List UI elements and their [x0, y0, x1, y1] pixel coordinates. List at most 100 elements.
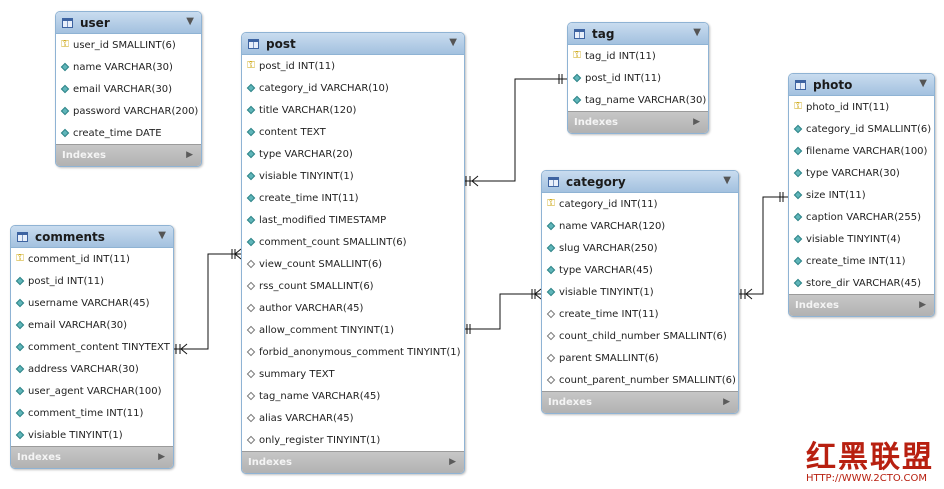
- indexes-section[interactable]: Indexes▶: [56, 144, 201, 166]
- column-label: caption VARCHAR(255): [806, 211, 921, 223]
- column-row[interactable]: create_time INT(11): [542, 303, 738, 325]
- expand-arrow-icon[interactable]: ▶: [158, 452, 165, 462]
- column-label: create_time INT(11): [559, 308, 659, 320]
- column-row[interactable]: count_child_number SMALLINT(6): [542, 325, 738, 347]
- column-label: name VARCHAR(30): [73, 61, 173, 73]
- column-row[interactable]: post_id INT(11): [568, 67, 708, 89]
- column-row[interactable]: email VARCHAR(30): [11, 314, 173, 336]
- collapse-arrow-icon[interactable]: ▼: [693, 27, 701, 38]
- column-row[interactable]: content TEXT: [242, 121, 464, 143]
- column-label: post_id INT(11): [585, 72, 661, 84]
- column-row[interactable]: visiable TINYINT(1): [11, 424, 173, 446]
- column-row[interactable]: summary TEXT: [242, 363, 464, 385]
- indexes-label: Indexes: [248, 457, 292, 468]
- column-row[interactable]: category_id VARCHAR(10): [242, 77, 464, 99]
- column-row[interactable]: username VARCHAR(45): [11, 292, 173, 314]
- column-row[interactable]: view_count SMALLINT(6): [242, 253, 464, 275]
- column-row[interactable]: comment_time INT(11): [11, 402, 173, 424]
- collapse-arrow-icon[interactable]: ▼: [449, 37, 457, 48]
- column-icon: [246, 193, 256, 203]
- table-header[interactable]: photo▼: [789, 74, 934, 96]
- column-row[interactable]: tag_name VARCHAR(30): [568, 89, 708, 111]
- collapse-arrow-icon[interactable]: ▼: [723, 175, 731, 186]
- column-row[interactable]: slug VARCHAR(250): [542, 237, 738, 259]
- column-row[interactable]: visiable TINYINT(1): [242, 165, 464, 187]
- column-row[interactable]: count_parent_number SMALLINT(6): [542, 369, 738, 391]
- primary-key-icon: ⚿: [794, 101, 802, 112]
- expand-arrow-icon[interactable]: ▶: [723, 397, 730, 407]
- table-header[interactable]: user ▼: [56, 12, 201, 34]
- expand-arrow-icon[interactable]: ▶: [186, 150, 193, 160]
- column-row[interactable]: rss_count SMALLINT(6): [242, 275, 464, 297]
- column-row[interactable]: size INT(11): [789, 184, 934, 206]
- column-row[interactable]: tag_name VARCHAR(45): [242, 385, 464, 407]
- column-row[interactable]: alias VARCHAR(45): [242, 407, 464, 429]
- column-row[interactable]: create_time DATE: [56, 122, 201, 144]
- collapse-arrow-icon[interactable]: ▼: [186, 16, 194, 27]
- column-row[interactable]: store_dir VARCHAR(45): [789, 272, 934, 294]
- column-row[interactable]: comment_count SMALLINT(6): [242, 231, 464, 253]
- column-row[interactable]: forbid_anonymous_comment TINYINT(1): [242, 341, 464, 363]
- column-row[interactable]: create_time INT(11): [242, 187, 464, 209]
- table-name: user: [80, 15, 110, 30]
- column-row[interactable]: name VARCHAR(30): [56, 56, 201, 78]
- table-header[interactable]: tag▼: [568, 23, 708, 45]
- column-icon: [246, 105, 256, 115]
- column-row[interactable]: allow_comment TINYINT(1): [242, 319, 464, 341]
- column-row[interactable]: ⚿comment_id INT(11): [11, 248, 173, 270]
- column-row[interactable]: category_id SMALLINT(6): [789, 118, 934, 140]
- column-row[interactable]: visiable TINYINT(1): [542, 281, 738, 303]
- indexes-section[interactable]: Indexes▶: [542, 391, 738, 413]
- column-row[interactable]: user_agent VARCHAR(100): [11, 380, 173, 402]
- indexes-section[interactable]: Indexes▶: [568, 111, 708, 133]
- table-post[interactable]: post▼⚿post_id INT(11)category_id VARCHAR…: [241, 32, 465, 474]
- column-row[interactable]: type VARCHAR(30): [789, 162, 934, 184]
- column-row[interactable]: parent SMALLINT(6): [542, 347, 738, 369]
- indexes-section[interactable]: Indexes▶: [11, 446, 173, 468]
- column-row[interactable]: ⚿photo_id INT(11): [789, 96, 934, 118]
- collapse-arrow-icon[interactable]: ▼: [919, 78, 927, 89]
- column-row[interactable]: visiable TINYINT(4): [789, 228, 934, 250]
- expand-arrow-icon[interactable]: ▶: [449, 457, 456, 467]
- column-row[interactable]: create_time INT(11): [789, 250, 934, 272]
- table-category[interactable]: category▼⚿category_id INT(11)name VARCHA…: [541, 170, 739, 414]
- table-tag[interactable]: tag▼⚿tag_id INT(11) post_id INT(11) tag_na…: [567, 22, 709, 134]
- table-header[interactable]: category▼: [542, 171, 738, 193]
- column-row[interactable]: password VARCHAR(200): [56, 100, 201, 122]
- column-label: email VARCHAR(30): [73, 83, 173, 95]
- column-row[interactable]: ⚿tag_id INT(11): [568, 45, 708, 67]
- expand-arrow-icon[interactable]: ▶: [693, 117, 700, 127]
- column-row[interactable]: name VARCHAR(120): [542, 215, 738, 237]
- column-row[interactable]: ⚿user_id SMALLINT(6): [56, 34, 201, 56]
- column-row[interactable]: last_modified TIMESTAMP: [242, 209, 464, 231]
- table-header[interactable]: post▼: [242, 33, 464, 55]
- column-icon: [546, 243, 556, 253]
- column-row[interactable]: author VARCHAR(45): [242, 297, 464, 319]
- column-row[interactable]: type VARCHAR(20): [242, 143, 464, 165]
- column-row[interactable]: address VARCHAR(30): [11, 358, 173, 380]
- column-row[interactable]: only_register TINYINT(1): [242, 429, 464, 451]
- table-header[interactable]: comments▼: [11, 226, 173, 248]
- column-row[interactable]: caption VARCHAR(255): [789, 206, 934, 228]
- column-row[interactable]: ⚿post_id INT(11): [242, 55, 464, 77]
- column-label: count_child_number SMALLINT(6): [559, 330, 727, 342]
- column-label: username VARCHAR(45): [28, 297, 150, 309]
- column-row[interactable]: comment_content TINYTEXT: [11, 336, 173, 358]
- table-user[interactable]: user ▼ ⚿user_id SMALLINT(6) name VARCHAR(30…: [55, 11, 202, 167]
- indexes-section[interactable]: Indexes ▶: [242, 451, 464, 473]
- column-row[interactable]: type VARCHAR(45): [542, 259, 738, 281]
- nullable-column-icon: [246, 347, 256, 357]
- column-label: view_count SMALLINT(6): [259, 258, 383, 270]
- collapse-arrow-icon[interactable]: ▼: [158, 230, 166, 241]
- expand-arrow-icon[interactable]: ▶: [919, 300, 926, 310]
- nullable-column-icon: [546, 309, 556, 319]
- table-photo[interactable]: photo▼⚿photo_id INT(11)category_id SMALL…: [788, 73, 935, 317]
- indexes-section[interactable]: Indexes▶: [789, 294, 934, 316]
- table-comments[interactable]: comments▼⚿comment_id INT(11)post_id INT(…: [10, 225, 174, 469]
- column-row[interactable]: ⚿category_id INT(11): [542, 193, 738, 215]
- column-row[interactable]: title VARCHAR(120): [242, 99, 464, 121]
- column-row[interactable]: filename VARCHAR(100): [789, 140, 934, 162]
- column-row[interactable]: email VARCHAR(30): [56, 78, 201, 100]
- column-row[interactable]: post_id INT(11): [11, 270, 173, 292]
